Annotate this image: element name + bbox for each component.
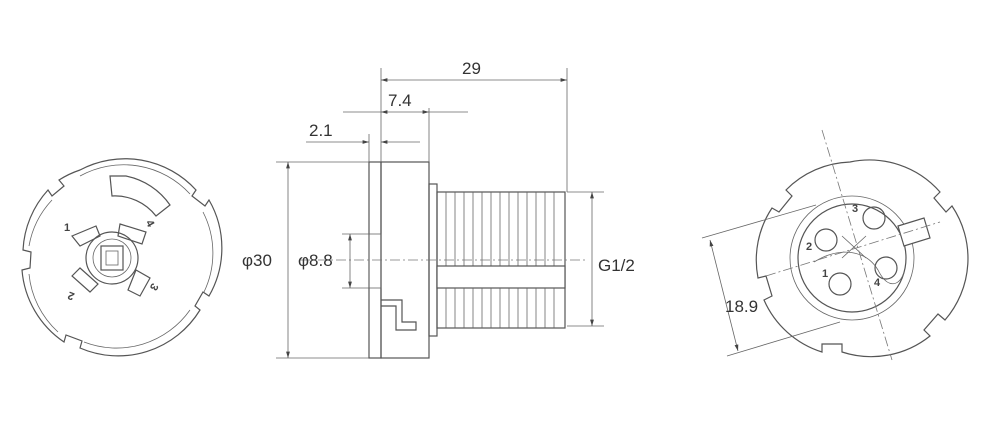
- left-center-ring: [85, 231, 139, 285]
- right-pin-label-1: 1: [822, 268, 828, 280]
- right-rear-view: 1 2 3 4 18.9: [701, 129, 969, 361]
- right-ground-path: [813, 251, 905, 285]
- dim-29-label: 29: [462, 59, 481, 78]
- right-mid-ring: [789, 195, 915, 321]
- right-pin-hole-2: [814, 228, 838, 252]
- dim-18-9-label: 18.9: [725, 297, 758, 316]
- right-pin-label-2: 2: [806, 241, 812, 253]
- left-contact-1: [71, 225, 101, 247]
- left-pin-label-4: 4: [143, 218, 157, 230]
- latch-notch: [381, 299, 417, 331]
- right-key-tab: [897, 217, 931, 247]
- left-contact-2: [71, 267, 99, 293]
- left-pin-label-1: 1: [64, 222, 70, 234]
- left-pin-label-3: 3: [147, 281, 160, 292]
- side-profile-view: 29 7.4 2.1 φ30 φ8.8 G1/2: [242, 59, 635, 359]
- bore-section: [368, 233, 382, 289]
- left-outer-rim: [21, 158, 223, 357]
- right-center-mark: [841, 235, 867, 259]
- dim-18-9-ext-top: [701, 204, 817, 239]
- left-inner-rim: [28, 164, 214, 349]
- left-center-key: [100, 245, 124, 271]
- left-center-inner-ring: [92, 238, 132, 278]
- thread-lines-lower: [445, 288, 555, 328]
- right-pin-hole-3: [862, 206, 886, 230]
- right-pin-hole-4: [874, 256, 898, 280]
- right-pin-hole-1: [828, 272, 852, 296]
- right-pin-label-3: 3: [852, 203, 858, 215]
- dim-7-4-label: 7.4: [388, 91, 412, 110]
- right-insert-ring: [797, 203, 907, 313]
- right-pin-label-4: 4: [874, 277, 881, 289]
- right-axis-line-a: [821, 129, 893, 361]
- left-contact-4: [117, 223, 147, 245]
- left-pin-label-2: 2: [66, 289, 76, 302]
- dim-18-9-line: [709, 239, 739, 352]
- dim-phi8-8-label: φ8.8: [298, 251, 333, 270]
- left-center-key-inner: [105, 250, 119, 266]
- dim-phi30-label: φ30: [242, 251, 272, 270]
- left-key-segment: [109, 175, 171, 217]
- dim-g12-label: G1/2: [598, 256, 635, 275]
- right-axis-line-b: [765, 221, 941, 277]
- thread-lines-upper: [445, 192, 555, 266]
- right-outer-rim: [755, 159, 969, 358]
- dim-2-1-label: 2.1: [309, 121, 333, 140]
- left-contact-3: [127, 269, 151, 297]
- thread-gap: [436, 265, 566, 289]
- left-front-view: 1 2 3 4: [21, 158, 223, 357]
- dim-18-9-ext-bottom: [726, 321, 841, 357]
